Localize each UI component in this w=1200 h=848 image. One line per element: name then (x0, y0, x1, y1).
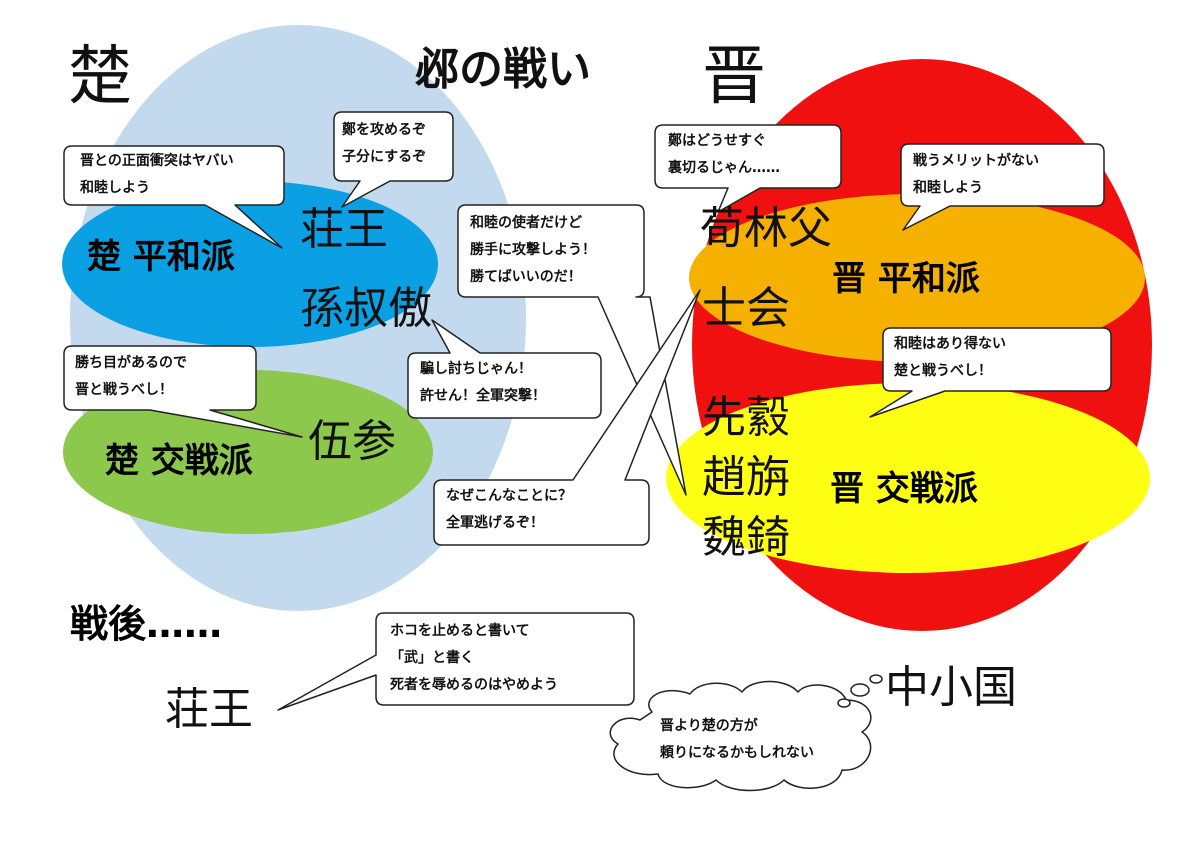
jin-label: 晋 (702, 40, 766, 114)
person-sun-shuao: 孫叔傲 (300, 283, 432, 334)
chu-label: 楚 (68, 40, 132, 114)
bubble-jin-attackers-shape (457, 204, 687, 496)
person-wu-shen: 伍参 (308, 416, 396, 467)
small-states-label: 中小国 (885, 662, 1017, 713)
bubble-zhuang-wang-shape (333, 111, 454, 208)
thought-dot-1 (850, 683, 870, 697)
chu-war-label: 楚 交戦派 (105, 441, 253, 481)
bubble-zhuang-wang: 鄭を攻めるぞ子分にするぞ (342, 122, 427, 165)
bubble-jin-peace: 戦うメリットがない和睦しよう (913, 153, 1039, 196)
bubble-jin-peace-shape (900, 143, 1105, 231)
jin-peace-oval (689, 194, 1145, 362)
after-war-label: 戦後…… (70, 602, 223, 646)
person-shi-hui: 士会 (702, 283, 790, 334)
bubble-sun-shuao: 騙し討ちじゃん！許せん！全軍突撃！ (420, 361, 546, 404)
bubble-jin-war: 和睦はあり得ない楚と戦うべし！ (894, 336, 1006, 379)
bubble-sun-shuao-shape (407, 319, 602, 419)
jin-war-label: 晋 交戦派 (830, 469, 978, 509)
bubble-chu-peace: 晋との正面衝突はヤバい和睦しよう (80, 153, 234, 196)
bubble-zhuang-wang-after: ホコを止めると書いて「武」と書く死者を辱めるのはやめよう (390, 623, 558, 693)
page-title: 邲の戦い (415, 44, 591, 95)
person-zhuang-wang: 荘王 (300, 204, 388, 255)
bubble-chu-war: 勝ち目があるので晋と戦うべし！ (75, 355, 187, 398)
jin-war-oval (666, 383, 1150, 573)
bubble-chu-peace-shape (63, 145, 285, 249)
thought-cloud-shape (609, 680, 872, 792)
bubble-zhuang-wang-after-shape (277, 612, 635, 711)
person-wei-qi: 魏錡 (702, 512, 790, 563)
person-xun-linfu: 荀林父 (700, 203, 832, 254)
bubble-xun-linfu-retreat-shape (433, 289, 701, 546)
thought-dot-3 (869, 674, 883, 684)
jin-peace-label: 晋 平和派 (832, 259, 980, 299)
bubble-jin-doubt: 鄭はどうせすぐ裏切るじゃん…… (668, 133, 780, 176)
thought-dot-2 (837, 698, 851, 708)
person-xian-hu: 先縠 (702, 392, 790, 443)
person-zhuang-wang-after: 荘王 (165, 684, 253, 735)
chu-peace-label: 楚 平和派 (87, 237, 235, 277)
bubble-chu-war-shape (63, 345, 303, 438)
person-zhao-zhan: 趙旃 (702, 452, 790, 503)
chu-peace-oval (62, 181, 438, 347)
bubble-jin-war-shape (869, 327, 1112, 418)
bubble-xun-linfu-retreat: なぜこんなことに？全軍逃げるぞ！ (446, 488, 572, 531)
bubble-jin-doubt-shape (654, 124, 842, 213)
bubble-jin-attackers: 和睦の使者だけど勝手に攻撃しよう！勝てばいいのだ！ (470, 215, 596, 285)
bubble-small-states: 晋より楚の方が頼りになるかもしれない (660, 718, 814, 761)
